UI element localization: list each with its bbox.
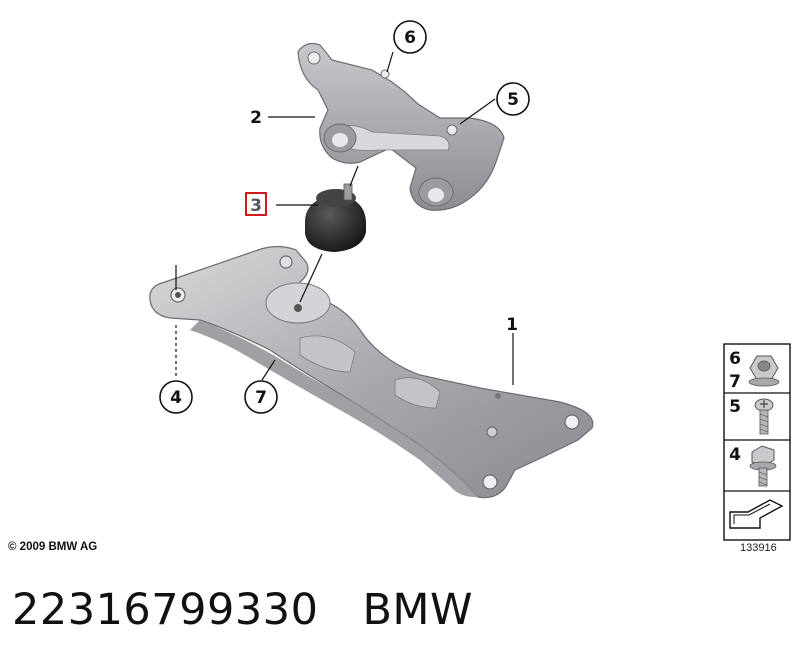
svg-text:4: 4: [170, 388, 182, 408]
copyright-notice: © 2009 BMW AG: [8, 541, 98, 553]
svg-text:6: 6: [404, 28, 416, 48]
svg-text:5: 5: [729, 397, 741, 417]
svg-text:2: 2: [250, 108, 262, 128]
leader-lines: [175, 51, 514, 385]
callout-5: 5: [496, 82, 530, 116]
legend-row-bolt: 4: [729, 445, 777, 487]
callout-1: 1: [506, 315, 518, 335]
svg-text:1: 1: [506, 315, 518, 335]
screw-icon: [754, 398, 774, 435]
svg-text:5: 5: [507, 90, 519, 110]
legend-row-nut: 6 7: [729, 349, 780, 392]
hardware-legend: 6 7 5 4: [723, 343, 791, 541]
callout-4: 4: [159, 380, 193, 414]
brand-name: BMW: [362, 585, 474, 635]
scissors-wedge-icon: [729, 499, 784, 529]
svg-text:7: 7: [255, 388, 267, 408]
bracket-part: [297, 42, 505, 211]
hex-nut-icon: [748, 355, 780, 387]
callout-7: 7: [244, 380, 278, 414]
svg-text:4: 4: [729, 445, 741, 465]
diagram-id: 133916: [740, 542, 777, 554]
svg-text:7: 7: [729, 372, 741, 392]
highlight-box: [245, 192, 267, 216]
callout-2: 2: [250, 108, 262, 128]
callout-6: 6: [393, 20, 427, 54]
caption: 22316799330 BMW: [12, 585, 473, 635]
rubber-mount-part: [305, 183, 366, 252]
bolt-icon: [749, 445, 777, 487]
callout-3-highlighted: 3: [245, 192, 267, 216]
legend-row-screw: 5: [729, 397, 774, 435]
svg-text:6: 6: [729, 349, 741, 369]
crossmember-part: [149, 245, 594, 499]
svg-text:3: 3: [250, 196, 262, 216]
part-number: 22316799330: [12, 585, 319, 635]
